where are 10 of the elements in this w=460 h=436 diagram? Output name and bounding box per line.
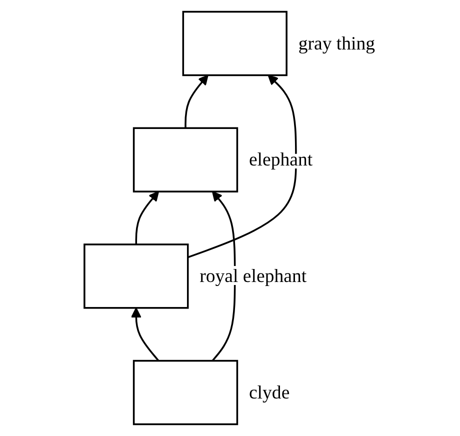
arrow — [188, 74, 297, 258]
arrow — [130, 307, 160, 362]
empty-box — [182, 10, 288, 76]
node-caption: gray thing — [298, 33, 376, 54]
arrow — [135, 191, 160, 244]
empty-box — [132, 360, 238, 426]
empty-box — [84, 244, 189, 309]
node-caption: clyde — [248, 382, 290, 404]
arrow — [184, 74, 208, 128]
empty-box — [132, 127, 238, 192]
